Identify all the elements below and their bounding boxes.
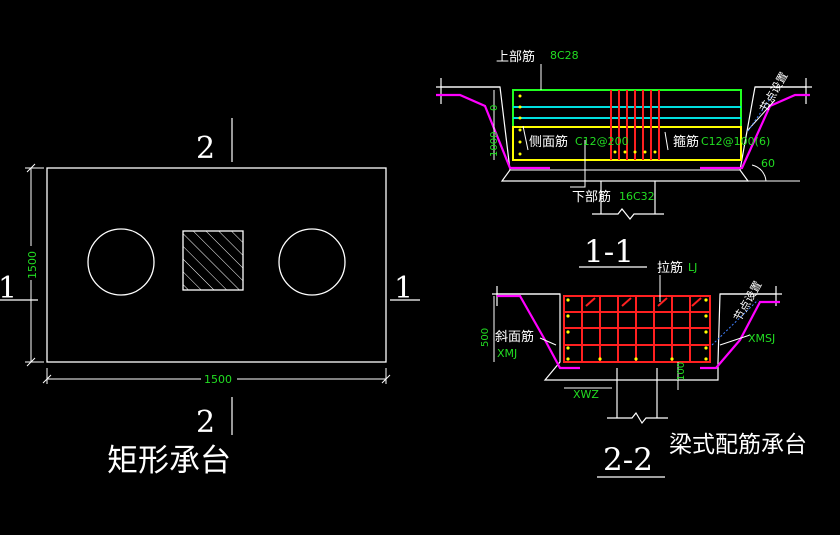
s11-leader-bottom bbox=[570, 140, 586, 188]
plan-section-bottom: 2 bbox=[196, 405, 215, 440]
dim-height-text: 1500 bbox=[26, 251, 39, 279]
s22-dim-100: 100 bbox=[676, 362, 687, 381]
s22-rebar-mesh bbox=[563, 295, 711, 363]
s11-rebar-dots bbox=[518, 94, 657, 156]
s22-leader-xmsj bbox=[719, 334, 751, 346]
dim-v-mask bbox=[25, 246, 38, 280]
s11-dim-1000: 1000 bbox=[489, 132, 500, 157]
s22-slope-label: 斜面筋 bbox=[495, 329, 534, 345]
s11-leader-side bbox=[522, 125, 529, 151]
dim-h-tick-right bbox=[381, 374, 391, 384]
s11-top-rebar-label: 上部筋 bbox=[496, 49, 535, 65]
s11-top-rebar-value: 8C28 bbox=[550, 49, 579, 62]
s11-angle-arc bbox=[751, 164, 767, 182]
s11-bottom-rebar-label: 下部筋 bbox=[572, 189, 611, 205]
s11-node-label: 节点设置 bbox=[757, 70, 790, 115]
pile-circle-left bbox=[87, 228, 155, 296]
dim-h-tick-left bbox=[42, 374, 52, 384]
s11-side-rebar-label: 侧面筋 bbox=[529, 134, 568, 150]
plan-section-top: 2 bbox=[196, 131, 215, 166]
s22-mesh-hook bbox=[585, 297, 596, 307]
dim-h-mask bbox=[201, 372, 237, 385]
column-hatch bbox=[182, 230, 244, 291]
s22-slope-rebar-right bbox=[700, 300, 780, 370]
s22-concrete-outline bbox=[497, 293, 776, 381]
s22-subtitle: 梁式配筋承台 bbox=[669, 432, 807, 458]
s11-bottom-rebar-value: 16C32 bbox=[619, 190, 655, 203]
s11-dim-0: 0 bbox=[489, 105, 500, 111]
s11-slope-rebar-right bbox=[700, 93, 810, 170]
s11-leader-node bbox=[747, 99, 776, 131]
s22-rebar-dots bbox=[566, 298, 708, 361]
s22-dim-500: 500 bbox=[480, 328, 491, 347]
s11-node-dash bbox=[747, 95, 773, 132]
s22-mesh-hook bbox=[657, 297, 668, 307]
dim-width-text: 1500 bbox=[204, 373, 232, 386]
section-2-2: 拉筋 LJ 斜面筋 XMJ XMSJ 节点设置 500 100 XWZ 2-2 … bbox=[480, 260, 807, 478]
s22-leader-slope bbox=[539, 337, 557, 346]
s22-xwz: XWZ bbox=[573, 388, 599, 401]
plan-view: 2 2 1 1 1500 1500 矩形承台 bbox=[0, 118, 420, 479]
dim-v-tick-bottom bbox=[26, 357, 36, 367]
plan-title: 矩形承台 bbox=[107, 443, 231, 479]
s22-slope-right: XMSJ bbox=[748, 332, 775, 345]
plan-section-left: 1 bbox=[0, 271, 17, 306]
s11-pile-break bbox=[592, 208, 664, 220]
section-1-1: 上部筋 8C28 侧面筋 C12@200 箍筋 C12@100(6) 下部筋 1… bbox=[436, 49, 812, 270]
s22-slope-value: XMJ bbox=[497, 347, 517, 360]
s22-mesh-hook bbox=[691, 297, 702, 307]
s11-side-rebar-value: C12@200 bbox=[575, 135, 629, 148]
s11-angle: 60 bbox=[761, 157, 775, 170]
plan-section-right: 1 bbox=[394, 271, 413, 306]
s22-tie-label: 拉筋 bbox=[657, 260, 683, 276]
s11-leader-stirrup bbox=[664, 131, 669, 151]
s11-concrete-outline bbox=[441, 86, 806, 182]
s22-title: 2-2 bbox=[603, 442, 653, 478]
s11-stirrup-label: 箍筋 bbox=[673, 134, 699, 150]
s11-stirrups bbox=[610, 90, 660, 160]
s22-pile-break bbox=[607, 411, 668, 425]
s22-tie-value: LJ bbox=[688, 261, 697, 274]
dim-v-tick-top bbox=[26, 163, 36, 173]
s22-mesh-hook bbox=[621, 297, 632, 307]
plan-outline bbox=[46, 167, 387, 363]
s11-stirrup-value: C12@100(6) bbox=[701, 135, 770, 148]
pile-circle-right bbox=[278, 228, 346, 296]
s11-title: 1-1 bbox=[584, 234, 634, 270]
s11-slope-rebar bbox=[436, 93, 550, 170]
s22-node-dash bbox=[711, 299, 759, 346]
